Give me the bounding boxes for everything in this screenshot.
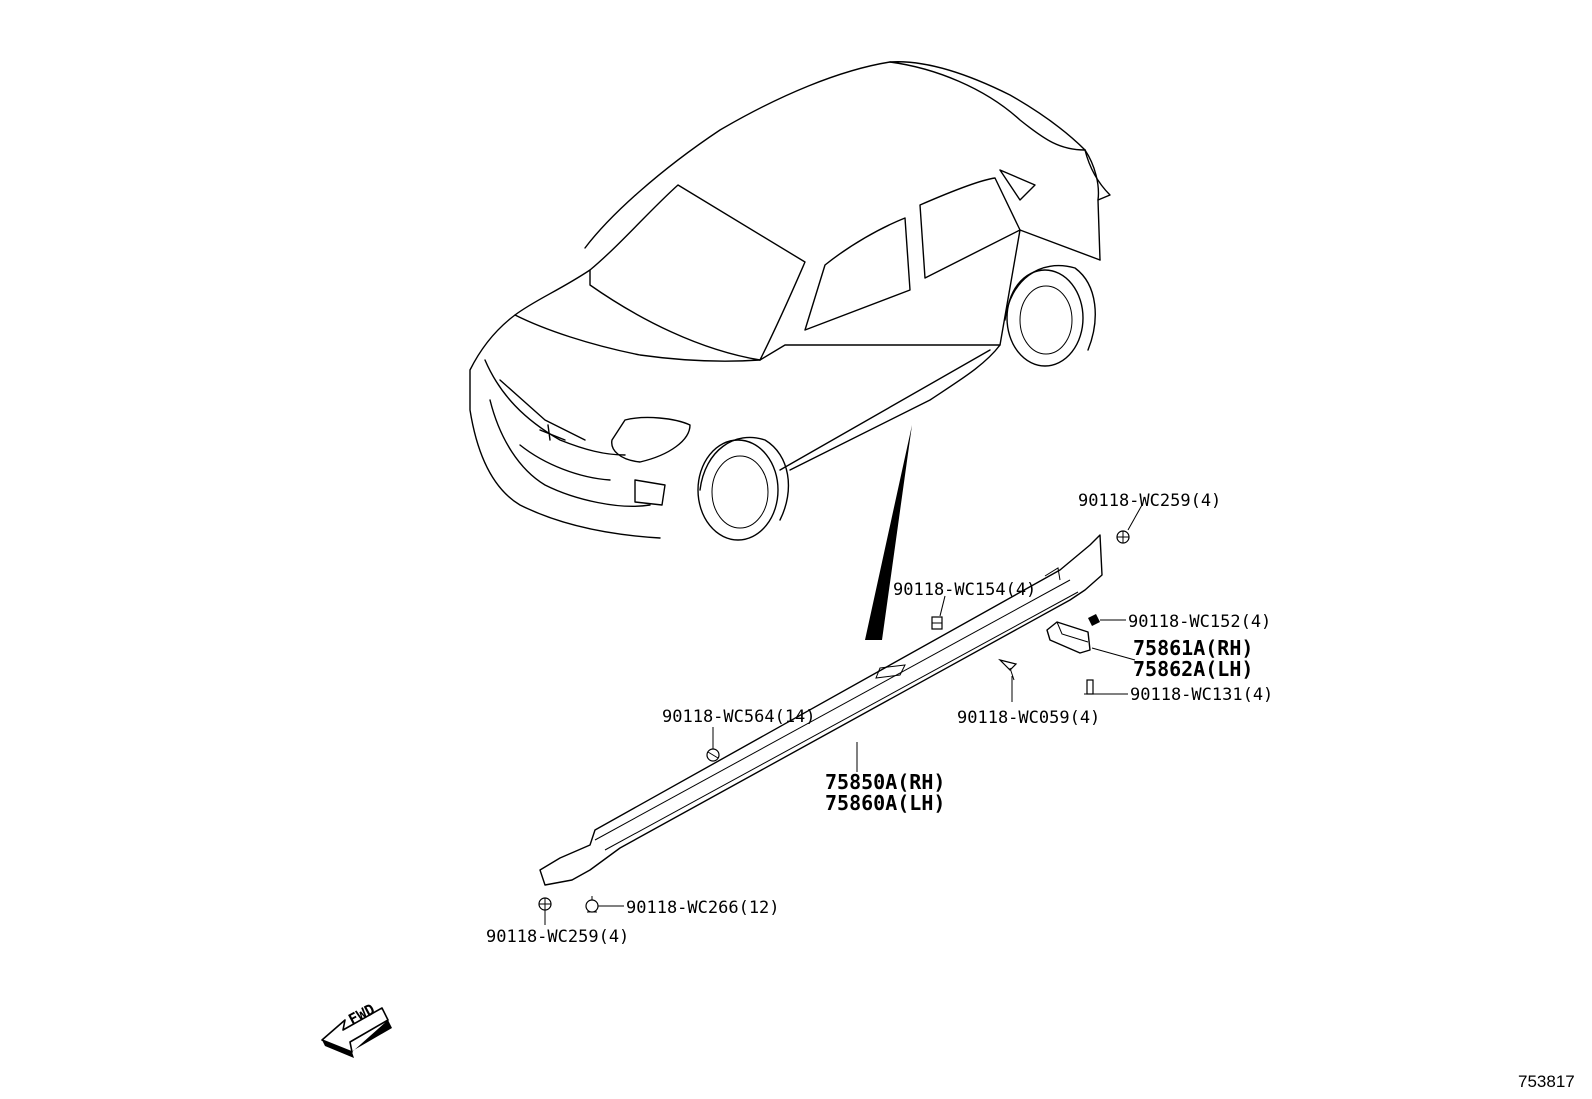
vehicle-outline xyxy=(469,61,1111,541)
label-wc059: 90118-WC059(4) xyxy=(957,708,1101,728)
fastener-wc259-bottom xyxy=(538,897,552,911)
label-75860a: 75860A(LH) xyxy=(825,791,946,815)
label-75850a: 75850A(RH) xyxy=(825,770,946,794)
fwd-arrow-icon xyxy=(321,1007,392,1058)
label-wc152: 90118-WC152(4) xyxy=(1128,612,1272,632)
label-75862a: 75862A(LH) xyxy=(1133,657,1254,681)
label-wc131: 90118-WC131(4) xyxy=(1130,685,1274,705)
rocker-panel-75850a xyxy=(539,534,1103,886)
diagram-number: 753817 xyxy=(1518,1072,1575,1091)
location-pointer xyxy=(865,425,912,640)
label-wc266: 90118-WC266(12) xyxy=(626,898,780,918)
fastener-wc266 xyxy=(585,896,599,913)
fastener-wc131 xyxy=(1084,679,1096,695)
label-wc259-top: 90118-WC259(4) xyxy=(1078,491,1222,511)
fastener-wc152 xyxy=(1088,614,1100,626)
label-wc564: 90118-WC564(14) xyxy=(662,707,816,727)
fastener-wc564 xyxy=(706,748,720,762)
label-wc154: 90118-WC154(4) xyxy=(893,580,1037,600)
fastener-wc059 xyxy=(998,658,1018,681)
fastener-wc259-top xyxy=(1116,530,1130,544)
leader-lines xyxy=(544,504,1143,925)
label-wc259-bottom: 90118-WC259(4) xyxy=(486,927,630,947)
fastener-wc154 xyxy=(931,616,943,630)
label-75861a: 75861A(RH) xyxy=(1133,636,1254,660)
bracket-75861a xyxy=(1046,621,1091,654)
